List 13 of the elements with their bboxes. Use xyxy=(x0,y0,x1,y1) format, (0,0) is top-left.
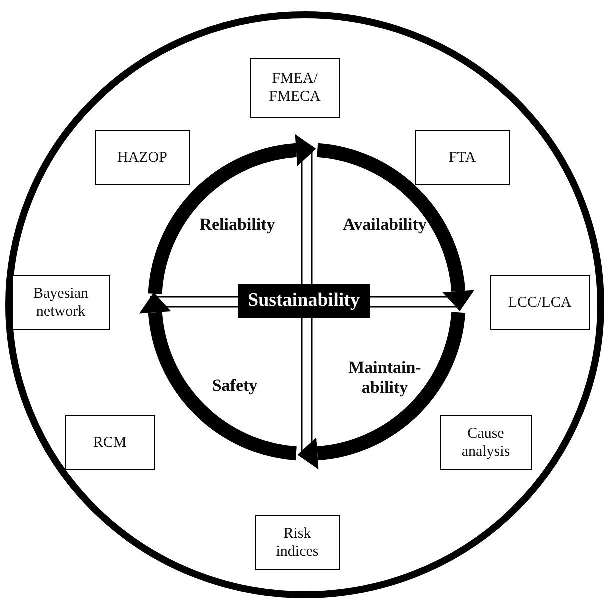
quadrant-label: Reliability xyxy=(198,215,276,235)
method-box: Cause analysis xyxy=(440,415,532,470)
method-box: Risk indices xyxy=(255,515,340,570)
method-box: HAZOP xyxy=(95,130,190,185)
center-box: Sustainability xyxy=(238,284,370,318)
method-box: FTA xyxy=(415,130,510,185)
quadrant-label: Maintain-ability xyxy=(348,358,422,398)
quadrant-label: Availability xyxy=(342,215,428,235)
quadrant-label: Safety xyxy=(211,376,259,396)
method-box: RCM xyxy=(65,415,155,470)
method-box: LCC/LCA xyxy=(490,275,590,330)
method-box: FMEA/ FMECA xyxy=(250,58,340,118)
method-box: Bayesian network xyxy=(12,275,110,330)
